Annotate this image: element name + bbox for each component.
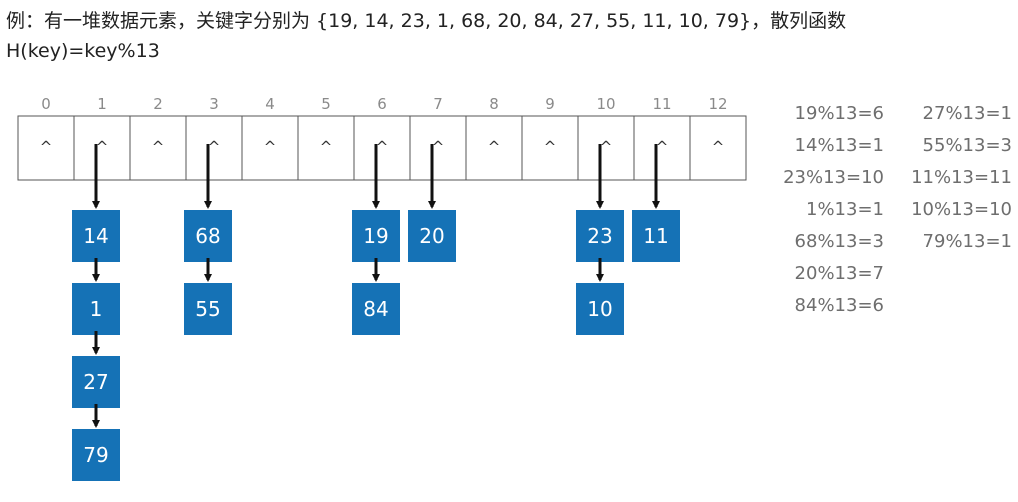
chain-node [72, 210, 120, 262]
chain-node [408, 210, 456, 262]
chain-node [352, 210, 400, 262]
empty-pointer-symbol: ^ [152, 138, 165, 156]
index-label: 7 [433, 95, 443, 113]
calc-item: 20%13=7 [794, 263, 884, 284]
table-cell [297, 115, 355, 181]
table-cell [633, 115, 691, 181]
index-label: 8 [489, 95, 499, 113]
calc-item: 27%13=1 [922, 103, 1012, 124]
index-label: 9 [545, 95, 555, 113]
chain-node-value: 1 [90, 297, 103, 321]
index-label: 10 [596, 95, 615, 113]
chain-node [184, 210, 232, 262]
chain-node [184, 283, 232, 335]
chain-node [576, 210, 624, 262]
chain-node-value: 84 [363, 297, 388, 321]
index-label: 2 [153, 95, 163, 113]
empty-pointer-symbol: ^ [600, 138, 613, 156]
empty-pointer-symbol: ^ [656, 138, 669, 156]
calc-item: 84%13=6 [794, 295, 884, 316]
table-cell [521, 115, 579, 181]
calc-item: 14%13=1 [794, 135, 884, 156]
empty-pointer-symbol: ^ [712, 138, 725, 156]
chain-node-value: 79 [83, 443, 108, 467]
table-cell [185, 115, 243, 181]
calc-item: 79%13=1 [922, 231, 1012, 252]
chain-node-value: 27 [83, 370, 108, 394]
empty-pointer-symbol: ^ [544, 138, 557, 156]
index-label: 5 [321, 95, 331, 113]
chain-node-value: 19 [363, 224, 388, 248]
chain-node [632, 210, 680, 262]
empty-pointer-symbol: ^ [432, 138, 445, 156]
table-cell [353, 115, 411, 181]
chain-node [576, 283, 624, 335]
intro-text: 例：有一堆数据元素，关键字分别为 {19, 14, 23, 1, 68, 20,… [6, 10, 847, 62]
calc-item: 19%13=6 [794, 103, 884, 124]
index-label: 1 [97, 95, 107, 113]
index-label: 3 [209, 95, 219, 113]
chain-node [72, 429, 120, 481]
calc-item: 10%13=10 [911, 199, 1012, 220]
chain-node-value: 10 [587, 297, 612, 321]
index-label: 11 [652, 95, 671, 113]
empty-pointer-symbol: ^ [376, 138, 389, 156]
chain-node-value: 11 [643, 224, 668, 248]
table-cell [73, 115, 131, 181]
table-cell [577, 115, 635, 181]
empty-pointer-symbol: ^ [320, 138, 333, 156]
chain-node [352, 283, 400, 335]
index-label: 12 [708, 95, 727, 113]
table-cell [129, 115, 187, 181]
table-cell [241, 115, 299, 181]
empty-pointer-symbol: ^ [40, 138, 53, 156]
chain-node-value: 20 [419, 224, 444, 248]
calc-list-left: 19%13=6 14%13=1 23%13=10 1%13=1 68%13=3 20%13… [770, 98, 884, 322]
index-label: 6 [377, 95, 387, 113]
table-cell [689, 115, 747, 181]
chain-node-value: 55 [195, 297, 220, 321]
index-label: 0 [41, 95, 51, 113]
chain-node-value: 14 [83, 224, 108, 248]
calc-item: 55%13=3 [922, 135, 1012, 156]
table-cell [409, 115, 467, 181]
chain-node-value: 23 [587, 224, 612, 248]
index-label: 4 [265, 95, 275, 113]
empty-pointer-symbol: ^ [96, 138, 109, 156]
calc-item: 23%13=10 [783, 167, 884, 188]
calc-item: 1%13=1 [806, 199, 884, 220]
chain-node [72, 356, 120, 408]
chain-node [72, 283, 120, 335]
chain-node-value: 68 [195, 224, 220, 248]
calc-list-right: 27%13=1 55%13=3 11%13=11 10%13=10 79%13=1 [900, 98, 1012, 258]
empty-pointer-symbol: ^ [488, 138, 501, 156]
table-cell [465, 115, 523, 181]
empty-pointer-symbol: ^ [264, 138, 277, 156]
calc-item: 68%13=3 [794, 231, 884, 252]
table-cell [17, 115, 75, 181]
calc-item: 11%13=11 [911, 167, 1012, 188]
empty-pointer-symbol: ^ [208, 138, 221, 156]
